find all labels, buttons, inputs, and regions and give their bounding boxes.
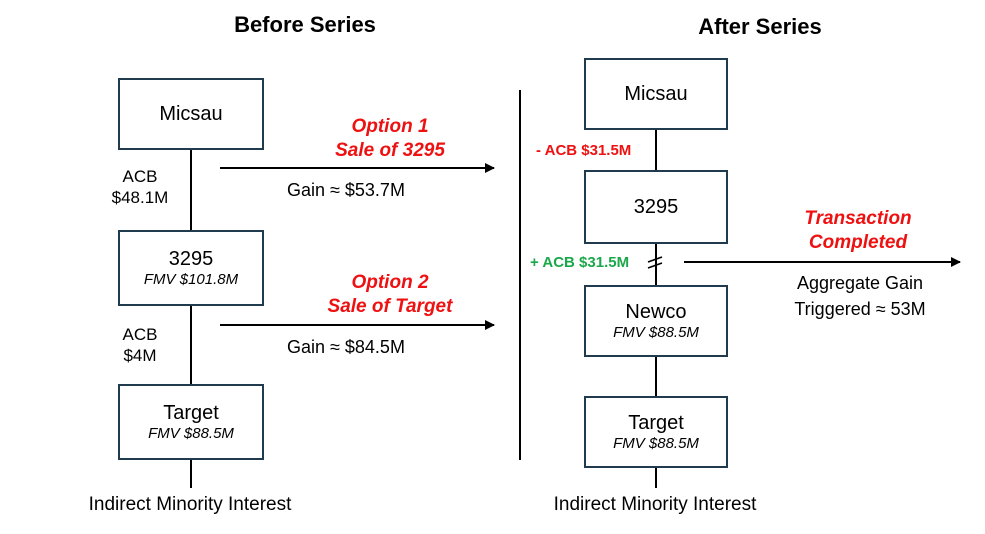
acb-minus-label: - ACB $31.5M	[536, 142, 632, 159]
aggregate-gain-label: Aggregate Gain Triggered ≈ 53M	[794, 273, 926, 319]
connector-micsau-3295-after	[655, 128, 657, 170]
micsau-box-after: Micsau	[584, 58, 728, 130]
entity-3295-box-before: 3295 FMV $101.8M	[118, 230, 264, 306]
acb-plus-label: + ACB $31.5M	[530, 254, 630, 271]
connector-3295-newco-after	[655, 243, 657, 285]
break-mark-icon	[647, 256, 663, 269]
newco-box-after: Newco FMV $88.5M	[584, 285, 728, 357]
indirect-minority-interest-after: Indirect Minority Interest	[553, 494, 757, 515]
series-divider	[519, 90, 521, 460]
connector-3295-target-before	[190, 306, 192, 384]
target-label: Target	[163, 402, 219, 424]
option1-label: Option 1 Sale of 3295	[335, 116, 445, 161]
acb-label-micsau-3295: ACB $48.1M	[111, 167, 169, 207]
entity-3295-label-after: 3295	[633, 196, 679, 218]
indirect-minority-interest-before: Indirect Minority Interest	[88, 494, 292, 515]
connector-target-footer-after	[655, 466, 657, 488]
entity-3295-box-after: 3295	[584, 170, 728, 244]
connector-newco-target-after	[655, 356, 657, 396]
option2-label: Option 2 Sale of Target	[327, 272, 453, 317]
newco-label: Newco	[625, 301, 687, 323]
option2-gain: Gain ≈ $84.5M	[287, 337, 405, 357]
option1-gain: Gain ≈ $53.7M	[287, 180, 405, 200]
transaction-completed-label: Transaction Completed	[804, 208, 912, 253]
entity-3295-fmv: FMV $101.8M	[143, 271, 239, 288]
entity-3295-label: 3295	[168, 248, 214, 270]
target-box-before: Target FMV $88.5M	[118, 384, 264, 460]
micsau-box-before: Micsau	[118, 78, 264, 150]
connector-target-footer-before	[190, 460, 192, 488]
target-box-after: Target FMV $88.5M	[584, 396, 728, 468]
newco-fmv: FMV $88.5M	[613, 324, 699, 341]
micsau-label-after: Micsau	[624, 83, 688, 105]
micsau-label: Micsau	[159, 103, 223, 125]
target-fmv: FMV $88.5M	[148, 425, 234, 442]
before-series-title: Before Series	[234, 12, 376, 37]
connector-micsau-3295-before	[190, 148, 192, 230]
target-label-after: Target	[628, 412, 684, 434]
after-series-title: After Series	[698, 14, 822, 39]
target-fmv-after: FMV $88.5M	[613, 435, 699, 452]
acb-label-3295-target: ACB $4M	[122, 325, 158, 365]
